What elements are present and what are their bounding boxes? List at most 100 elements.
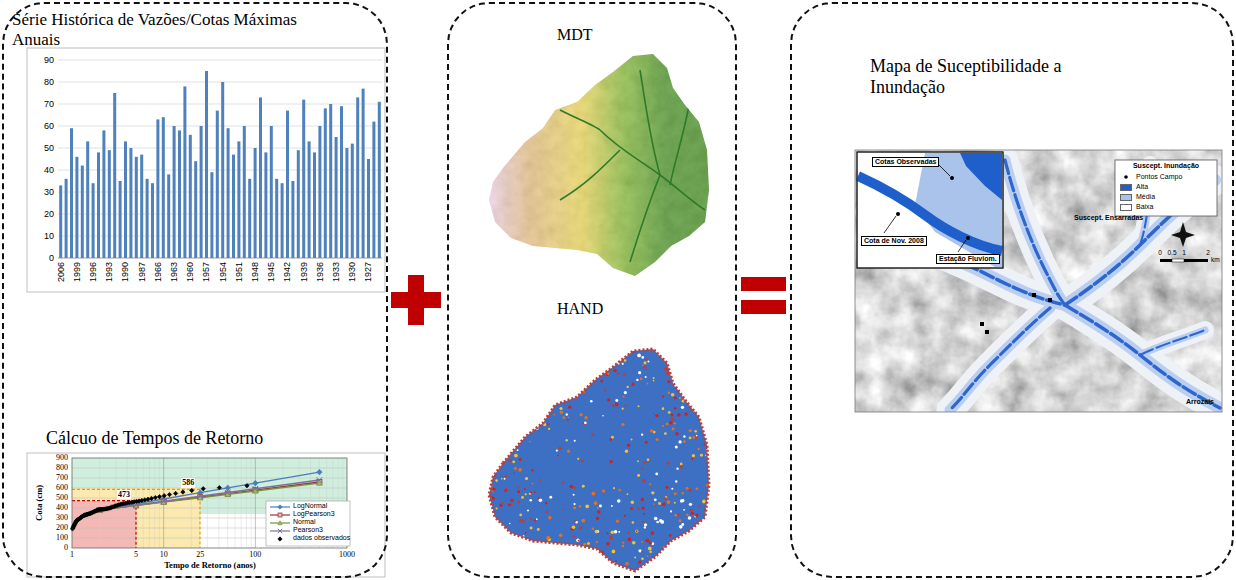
speckle <box>684 412 688 416</box>
gridline <box>241 458 242 548</box>
gridline <box>58 192 382 193</box>
speckle <box>600 366 603 369</box>
speckle <box>531 492 533 494</box>
speckle <box>491 497 494 500</box>
speckle <box>504 348 507 351</box>
speckle <box>539 400 542 403</box>
speckle <box>572 359 575 362</box>
speckle <box>613 349 616 352</box>
speckle <box>562 481 564 483</box>
speckle <box>518 354 521 357</box>
speckle <box>710 419 712 421</box>
speckle <box>525 532 527 534</box>
speckle <box>508 434 510 436</box>
speckle <box>708 506 710 508</box>
speckle <box>700 366 703 369</box>
speckle <box>678 553 682 557</box>
speckle <box>486 564 489 567</box>
speckle <box>658 502 661 505</box>
speckle <box>584 416 587 419</box>
speckle <box>645 358 648 361</box>
speckle <box>548 362 550 364</box>
bar <box>205 71 208 258</box>
axis-tick: 1000 <box>339 550 355 559</box>
valley <box>1065 305 1220 408</box>
speckle <box>532 483 534 485</box>
marker <box>278 529 282 533</box>
speckle <box>520 392 522 394</box>
marker <box>317 480 323 485</box>
speckle <box>678 562 680 564</box>
legend-swatch <box>1120 184 1132 191</box>
speckle <box>708 361 710 363</box>
bar <box>151 183 154 258</box>
speckle <box>607 398 610 401</box>
speckle <box>626 493 628 495</box>
speckle <box>535 384 538 387</box>
speckle <box>484 407 486 409</box>
speckle <box>609 536 613 540</box>
hand-edge <box>489 349 709 571</box>
axis-tick: 1999 <box>72 262 82 282</box>
bar <box>135 157 138 258</box>
speckle <box>529 441 531 443</box>
speckle <box>597 510 600 513</box>
bar <box>108 150 111 258</box>
speckle <box>698 374 700 376</box>
speckle <box>579 526 582 529</box>
speckle <box>705 530 709 534</box>
speckle <box>503 414 506 417</box>
speckle <box>653 503 655 505</box>
marker <box>278 537 282 541</box>
speckle <box>612 550 616 554</box>
speckle <box>514 419 516 421</box>
speckle <box>507 358 509 360</box>
speckle <box>510 373 512 375</box>
speckle <box>588 552 591 555</box>
speckle <box>599 567 602 570</box>
legend-swatch <box>1120 194 1132 201</box>
axis-tick: 10 <box>44 231 54 241</box>
bar <box>356 97 359 258</box>
bar <box>173 126 176 258</box>
axis-tick: 300 <box>56 513 68 522</box>
bar <box>189 135 192 258</box>
axis-tick: 1 <box>70 550 74 559</box>
valley <box>950 308 1050 410</box>
speckle <box>683 546 685 548</box>
bar <box>194 161 197 258</box>
speckle <box>592 355 596 359</box>
observed-point <box>896 212 900 216</box>
speckle <box>693 378 696 381</box>
field-point <box>1032 293 1036 297</box>
speckle <box>491 369 493 371</box>
speckle <box>641 468 643 470</box>
speckle <box>594 501 598 505</box>
axis-tick: 1957 <box>201 262 211 282</box>
speckle <box>674 492 677 495</box>
bar <box>275 179 278 258</box>
gridline <box>251 458 252 548</box>
speckle <box>545 502 547 504</box>
speckle <box>566 346 569 349</box>
speckle <box>490 413 493 416</box>
speckle <box>517 490 520 493</box>
speckle <box>552 571 554 573</box>
bar <box>254 148 257 258</box>
speckle <box>573 390 575 392</box>
legend-text: dados observados <box>293 534 350 542</box>
speckle <box>517 566 520 569</box>
speckle <box>522 520 525 523</box>
valley <box>1140 330 1205 355</box>
speckle <box>491 433 494 436</box>
speckle <box>693 382 696 385</box>
speckle <box>509 545 511 547</box>
marker <box>162 493 166 497</box>
bar <box>167 174 170 258</box>
valley <box>1140 330 1205 355</box>
speckle <box>643 521 645 523</box>
speckle <box>573 506 576 509</box>
speckle <box>641 498 644 501</box>
gridline <box>115 458 116 548</box>
